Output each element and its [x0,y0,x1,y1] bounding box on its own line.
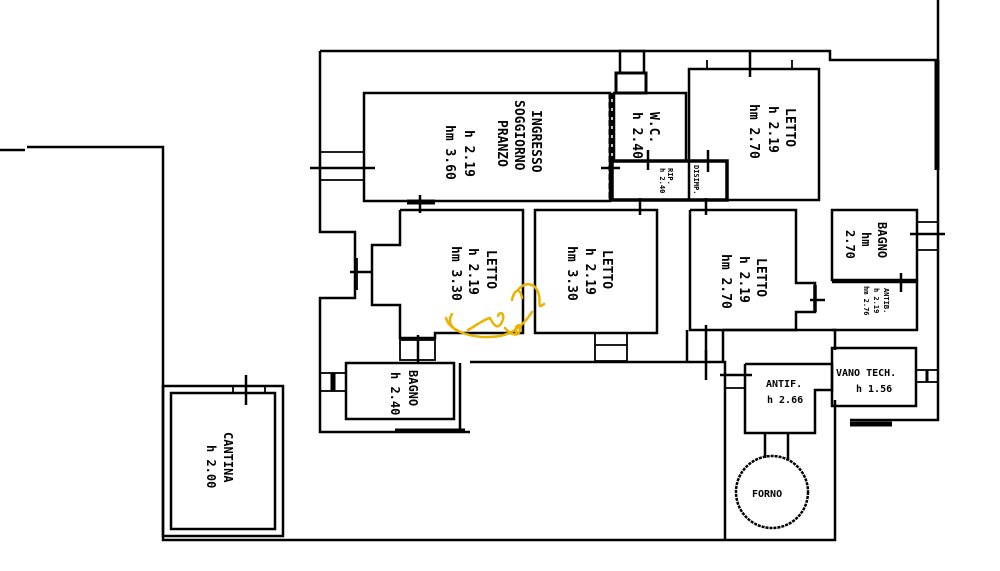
label-letto-ne-2: h 2.19 [765,106,780,153]
label-ingresso-5: hm 3.60 [442,125,457,180]
label-ingresso-3: PRANZO [494,120,509,167]
label-letto-2-2: h 2.19 [582,248,597,295]
label-wc-2: h 2.40 [629,112,644,159]
label-ingresso-4: h 2.19 [461,130,476,177]
room-wc: W.C. h 2.40 [608,49,688,200]
room-forno: FORNO [734,433,810,530]
label-ingresso-1: INGRESSO [528,110,543,173]
room-antibagno: ANTIB. h 2.19 hm 2.76 [832,273,919,332]
label-bagno-e-2: hm [859,232,873,246]
signature-scribble [444,283,546,339]
label-antibagno-2: h 2.19 [872,288,880,313]
label-bagno-e-1: BAGNO [875,222,889,258]
room-cantina: CANTINA h 2.00 [161,375,285,538]
label-letto-1-1: LETTO [483,250,498,289]
label-letto-3-2: h 2.19 [736,256,751,303]
label-bagno-e-3: 2.70 [843,230,857,259]
label-ingresso-2: SOGGIORNO [511,100,526,171]
label-letto-1-2: h 2.19 [465,248,480,295]
label-vano-tech-2: h 1.56 [856,384,892,395]
label-rip-2: h 2.40 [658,168,666,193]
room-letto-3: LETTO h 2.19 hm 2.70 [688,198,825,360]
label-letto-ne-3: hm 2.70 [746,104,761,159]
room-letto-ne: LETTO h 2.19 hm 2.70 [687,51,821,202]
label-letto-2-3: hm 3.30 [564,246,579,301]
room-letto-1: LETTO h 2.19 hm 3.30 [350,208,525,362]
label-forno: FORNO [752,489,782,500]
room-antif: ANTIF. h 2.66 [720,362,834,435]
label-cantina-2: h 2.00 [204,445,218,488]
label-antibagno-3: hm 2.76 [862,286,870,316]
room-bagno-s: BAGNO h 2.40 [319,361,465,432]
label-letto-2-1: LETTO [599,250,614,289]
label-letto-ne-1: LETTO [782,108,797,147]
label-letto-3-1: LETTO [753,258,768,297]
building-outer-wall [318,49,940,434]
room-vano-tech: VANO TECH. h 1.56 [830,346,939,408]
south-walls [470,328,837,540]
label-antibagno-1: ANTIB. [882,288,890,313]
label-antif-2: h 2.66 [767,395,803,406]
label-vano-tech-1: VANO TECH. [836,368,896,379]
label-antif-1: ANTIF. [766,379,802,390]
room-corridor: RIP. h 2.40 DISIMP. [610,150,729,202]
site-boundary [0,0,940,542]
label-wc-1: W.C. [646,112,661,143]
label-cantina-1: CANTINA [221,432,235,483]
label-disimp: DISIMP. [692,165,700,195]
room-letto-2: LETTO h 2.19 hm 3.30 [533,198,659,362]
label-letto-3-3: hm 2.70 [718,254,733,309]
label-rip-1: RIP. [666,168,674,185]
room-bagno-e: BAGNO hm 2.70 [830,208,945,282]
label-letto-1-3: hm 3.30 [448,246,463,301]
label-bagno-s-1: BAGNO [406,370,420,406]
room-ingresso: INGRESSO SOGGIORNO PRANZO h 2.19 hm 3.60 [310,91,620,213]
label-bagno-s-2: h 2.40 [388,372,402,415]
